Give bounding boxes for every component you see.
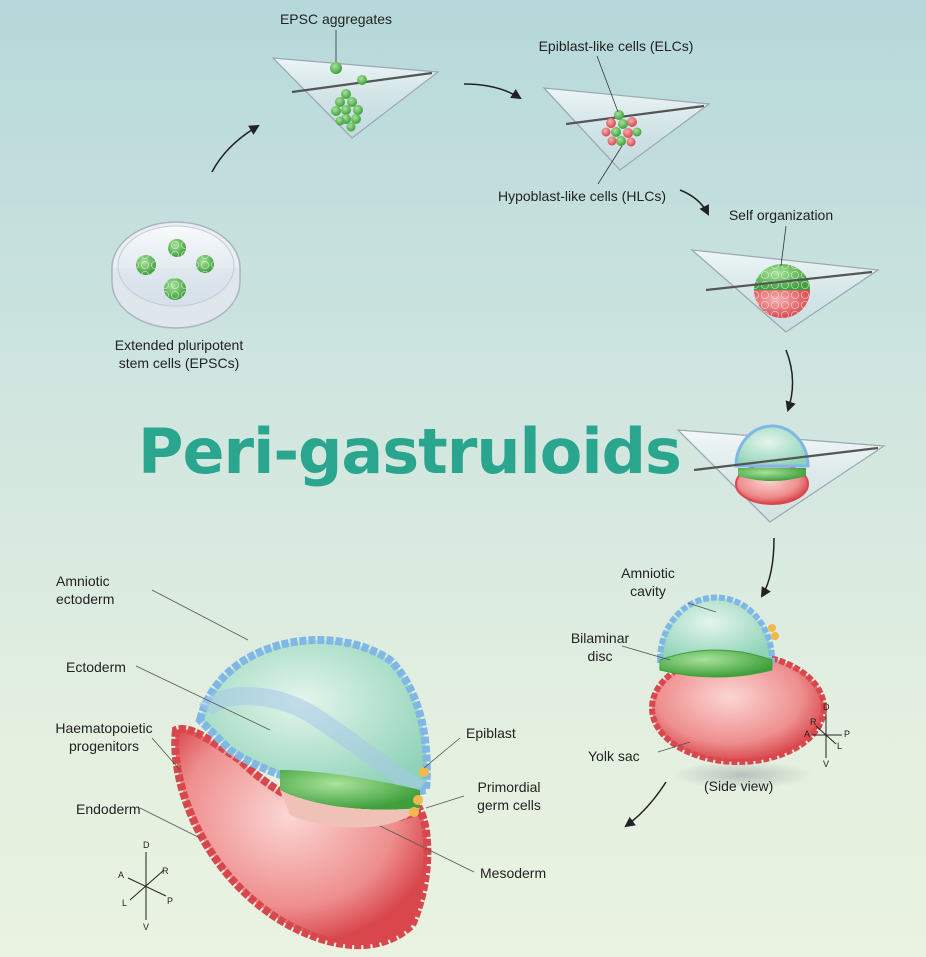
axis-small-v: V xyxy=(823,759,830,769)
label-yolk-sac: Yolk sac xyxy=(588,748,640,764)
epsc-colony-2 xyxy=(136,255,156,275)
arrow-aggregates-to-elc xyxy=(463,83,522,100)
page-title: Peri-gastruloids xyxy=(138,415,682,488)
arrow-dish-to-aggregates xyxy=(211,124,260,173)
label-mesoderm: Mesoderm xyxy=(480,865,547,881)
label-amniotic-ectoderm-line2: ectoderm xyxy=(56,591,115,607)
axis-large-p: P xyxy=(167,896,174,906)
label-self-organization: Self organization xyxy=(728,207,834,223)
epsc-colony-1 xyxy=(168,239,186,257)
arrow-elc-to-self-org xyxy=(679,189,709,216)
well-peri-gastruloid xyxy=(676,424,886,523)
well-elc-hlc xyxy=(542,55,711,185)
label-pgc-line2: germ cells xyxy=(477,797,541,813)
axis-small-r: R xyxy=(810,717,817,727)
label-pgc-line1: Primordial xyxy=(477,779,541,795)
epsc-colony-4 xyxy=(164,278,186,300)
well-epsc-aggregates xyxy=(271,30,440,139)
axis-small-l: L xyxy=(837,741,843,751)
label-bilaminar-disc: Bilaminar disc xyxy=(562,629,638,665)
epsc-colony-3 xyxy=(196,255,214,273)
arrow-self-org-to-well4 xyxy=(785,349,796,412)
label-hlc: Hypoblast-like cells (HLCs) xyxy=(497,188,667,204)
axis-small-a: A xyxy=(804,729,811,739)
label-bilaminar-line1: Bilaminar xyxy=(570,630,630,646)
label-amniotic-cavity: Amniotic cavity xyxy=(608,564,688,600)
label-epsc-line1: Extended pluripotent xyxy=(114,337,244,353)
label-endoderm: Endoderm xyxy=(76,801,141,817)
label-epiblast: Epiblast xyxy=(466,725,516,741)
label-haemato-line2: progenitors xyxy=(68,738,140,754)
side-view-peri-gastruloid xyxy=(649,594,827,789)
well-self-organization xyxy=(690,225,880,333)
axis-large-v: V xyxy=(143,922,150,932)
leader-lines xyxy=(135,589,717,873)
self-organized-sphere xyxy=(754,264,810,318)
label-amniotic-ectoderm-line1: Amniotic xyxy=(56,573,110,589)
aggregate-cluster xyxy=(331,89,363,132)
petri-dish xyxy=(111,221,241,329)
axis-large-a: A xyxy=(118,870,125,880)
arrow-side-view-to-detail xyxy=(624,781,667,828)
label-amniotic-cavity-line2: cavity xyxy=(630,583,666,599)
axis-small-d: D xyxy=(823,702,830,712)
axis-large-r: R xyxy=(162,866,169,876)
label-haematopoietic-progenitors: Haematopoietic progenitors xyxy=(44,719,164,755)
label-side-view: (Side view) xyxy=(704,778,774,794)
axis-large-l: L xyxy=(122,898,128,908)
label-primordial-germ-cells: Primordial germ cells xyxy=(464,778,554,814)
label-elc: Epiblast-like cells (ELCs) xyxy=(538,38,694,54)
label-epsc-aggregates: EPSC aggregates xyxy=(279,11,393,27)
axis-small-p: P xyxy=(844,729,851,739)
flow-arrows xyxy=(211,83,796,828)
elc-hlc-cluster xyxy=(601,110,642,147)
label-epsc: Extended pluripotent stem cells (EPSCs) xyxy=(96,336,262,372)
label-ectoderm: Ectoderm xyxy=(66,659,126,675)
detailed-peri-gastruloid xyxy=(171,636,432,950)
early-peri-gastruloid xyxy=(734,424,810,505)
axis-large-d: D xyxy=(143,840,150,850)
orientation-axes-small xyxy=(812,714,842,758)
label-amniotic-ectoderm: Amniotic ectoderm xyxy=(56,572,114,608)
label-haemato-line1: Haematopoietic xyxy=(55,720,153,736)
label-bilaminar-line2: disc xyxy=(587,648,613,664)
arrow-well4-to-side-view xyxy=(760,537,775,598)
label-epsc-line2: stem cells (EPSCs) xyxy=(118,355,240,371)
orientation-axes-large xyxy=(127,852,167,920)
label-amniotic-cavity-line1: Amniotic xyxy=(621,565,675,581)
